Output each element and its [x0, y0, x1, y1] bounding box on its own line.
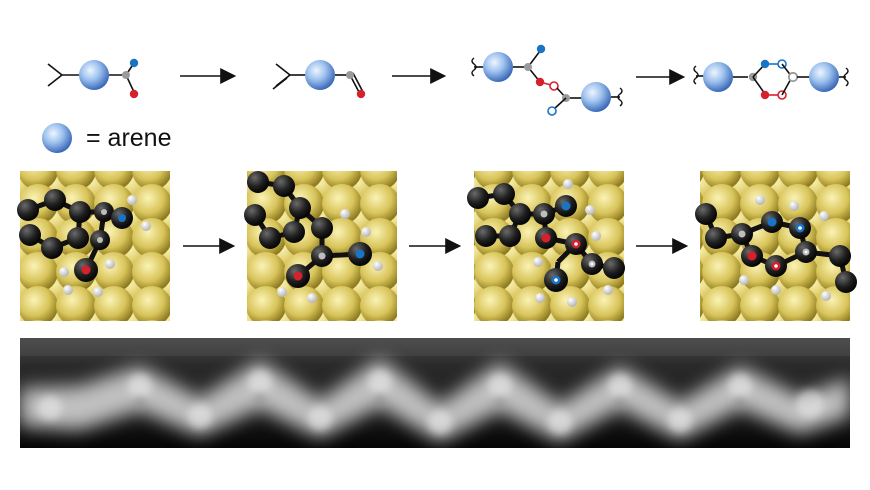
model-panel-2: [244, 171, 397, 321]
arene-icon: [305, 60, 335, 90]
arene-icon: [581, 82, 611, 112]
arene-icon: [79, 60, 109, 90]
arene-icon: [703, 62, 733, 92]
arene-icon: [483, 52, 513, 82]
legend-label: = arene: [86, 123, 172, 152]
arene-icon: [809, 62, 839, 92]
model-panel-1: [17, 171, 170, 321]
arene-legend: = arene: [40, 120, 172, 156]
reaction-scheme: [47, 44, 849, 116]
afm-polymer-image: [20, 338, 850, 448]
arene-sphere-icon: [42, 123, 72, 153]
model-panel-4: [695, 171, 857, 321]
coupled-dimer: [471, 44, 623, 116]
isopropyl-arene-precursor: [47, 58, 139, 99]
vinyl-arene-intermediate: [272, 60, 366, 99]
molecular-models: [17, 171, 857, 321]
cyclized-chain: [693, 59, 849, 100]
model-panel-3: [467, 171, 625, 321]
